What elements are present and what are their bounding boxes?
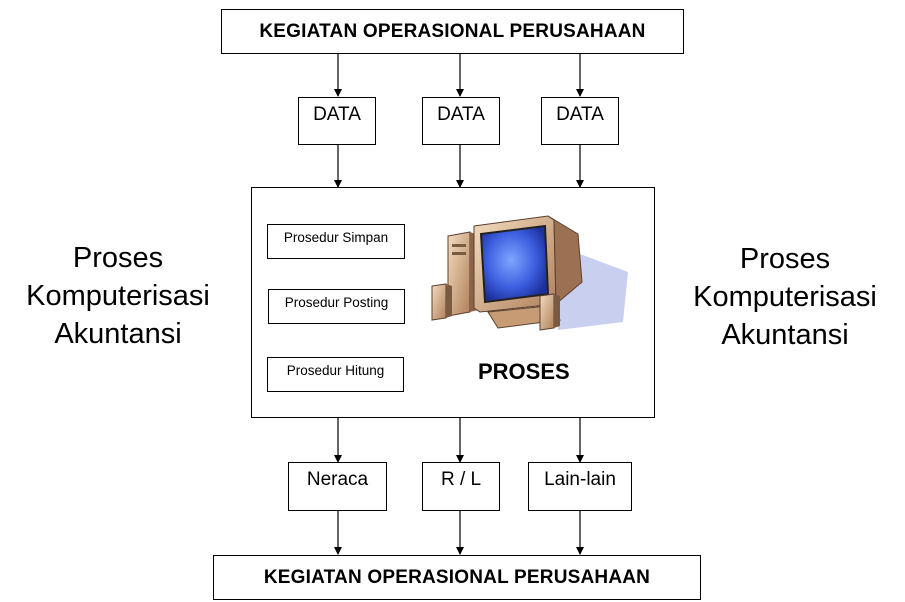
prosedur-posting-label: Prosedur Posting: [284, 295, 389, 310]
side-left-line-3: Akuntansi: [54, 318, 182, 350]
top-operational-label: KEGIATAN OPERASIONAL PERUSAHAAN: [259, 20, 646, 42]
data-label-1: DATA: [313, 104, 361, 125]
output-rl-box: R / L: [422, 462, 500, 511]
side-label-right: Proses Komputerisasi Akuntansi: [665, 240, 905, 354]
data-box-1: DATA: [298, 97, 376, 145]
computer-icon: [431, 215, 628, 331]
output-neraca-box: Neraca: [288, 462, 387, 511]
output-lainlain-box: Lain-lain: [528, 462, 632, 511]
side-right-line-2: Komputerisasi: [693, 281, 877, 313]
prosedur-hitung-label: Prosedur Hitung: [286, 363, 385, 378]
bottom-operational-box: KEGIATAN OPERASIONAL PERUSAHAAN: [213, 555, 701, 600]
side-left-line-2: Komputerisasi: [26, 280, 210, 312]
top-operational-box: KEGIATAN OPERASIONAL PERUSAHAAN: [221, 9, 684, 54]
prosedur-hitung-box: Prosedur Hitung: [267, 357, 404, 392]
side-label-left: Proses Komputerisasi Akuntansi: [0, 239, 238, 353]
data-label-3: DATA: [556, 104, 604, 125]
bottom-operational-label: KEGIATAN OPERASIONAL PERUSAHAAN: [263, 566, 651, 588]
output-neraca-label: Neraca: [306, 469, 369, 490]
side-right-line-1: Proses: [739, 243, 831, 275]
output-lainlain-label: Lain-lain: [544, 469, 616, 490]
side-right-line-3: Akuntansi: [721, 319, 849, 351]
prosedur-simpan-box: Prosedur Simpan: [267, 224, 405, 259]
data-label-2: DATA: [437, 104, 485, 125]
data-box-2: DATA: [422, 97, 500, 145]
data-box-3: DATA: [541, 97, 619, 145]
output-rl-label: R / L: [440, 469, 482, 490]
process-label: PROSES: [478, 359, 570, 384]
prosedur-simpan-label: Prosedur Simpan: [283, 230, 389, 245]
side-left-line-1: Proses: [72, 242, 164, 274]
prosedur-posting-box: Prosedur Posting: [268, 289, 405, 324]
